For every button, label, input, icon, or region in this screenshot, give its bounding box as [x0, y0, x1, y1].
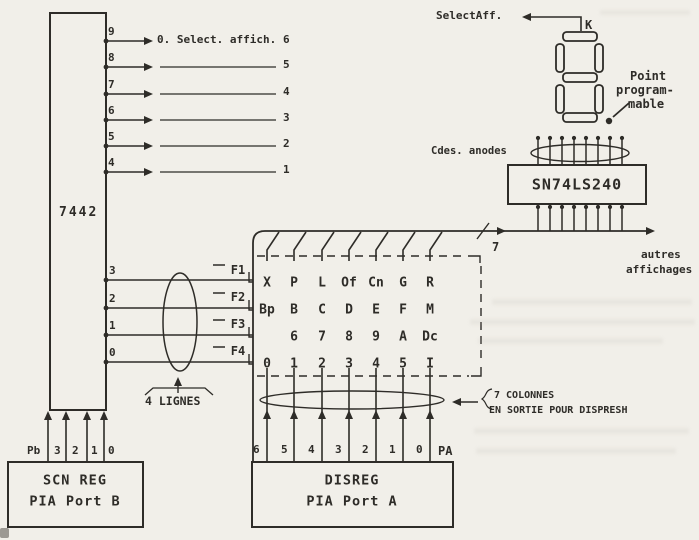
matrix-cell: 3 — [345, 356, 353, 372]
point-note-line: program- — [616, 83, 674, 97]
decoder-pin-label: 4 — [108, 156, 115, 169]
port-a-label: 5 — [281, 443, 288, 456]
matrix-cell: I — [426, 356, 434, 372]
port-b-label: 3 — [54, 444, 61, 457]
decoder-pin-label: 1 — [109, 319, 116, 332]
driver-label: SN74LS240 — [531, 175, 623, 194]
colonnes-note-line1: 7 COLONNES — [494, 390, 555, 401]
matrix-cell: 0 — [263, 356, 271, 372]
scn-reg-box — [7, 461, 144, 528]
decoder-pin-label: 8 — [108, 51, 115, 64]
port-a-label: 0 — [416, 443, 423, 456]
matrix-cell: Cn — [368, 275, 384, 291]
matrix-cell: G — [399, 275, 407, 291]
decoder-pin-label: 3 — [109, 264, 116, 277]
bus-width-label: 7 — [492, 240, 500, 254]
decimal-point-dot — [605, 117, 613, 125]
matrix-cell: L — [318, 275, 326, 291]
display-number: 1 — [283, 163, 290, 176]
cdes-anodes-label: Cdes. anodes — [431, 145, 507, 157]
matrix-cell: Bp — [259, 302, 275, 318]
matrix-cell: 7 — [318, 329, 326, 345]
port-a-label: 2 — [362, 443, 369, 456]
port-b-label: Pb — [27, 444, 41, 457]
scn-reg-title: SCN REG — [43, 472, 107, 489]
matrix-cell: F — [399, 302, 407, 318]
decoder-pin-label: 0 — [109, 346, 116, 359]
decoder-pin-label: 7 — [108, 78, 115, 91]
scan-artifact — [600, 10, 690, 15]
matrix-cell: 2 — [318, 356, 326, 372]
matrix-cell: B — [290, 302, 298, 318]
scan-artifact — [470, 319, 695, 325]
driver-box — [507, 164, 647, 205]
matrix-cell: Dc — [422, 329, 438, 345]
matrix-cell: Of — [341, 275, 357, 291]
four-lignes-note: 4 LIGNES — [145, 394, 201, 408]
scan-artifact — [476, 448, 676, 454]
display-number: 6 — [283, 33, 290, 46]
scan-artifact — [478, 338, 663, 344]
disreg-subtitle: PIA Port A — [306, 493, 398, 510]
autres-note-line: affichages — [626, 263, 693, 276]
decoder-pin-label: 2 — [109, 292, 116, 305]
matrix-cell: 1 — [290, 356, 298, 372]
disreg-box — [251, 461, 454, 528]
scan-artifact — [0, 528, 9, 538]
decoder-7442-box — [47, 12, 276, 462]
matrix-row-label: F2 — [230, 290, 246, 304]
matrix-cell: E — [372, 302, 380, 318]
matrix-cell: 6 — [290, 329, 298, 345]
autres-note-line: autres — [641, 248, 681, 261]
port-a-label: 3 — [335, 443, 342, 456]
display-number: 3 — [283, 111, 290, 124]
matrix-cell: M — [426, 302, 434, 318]
port-b-label: 0 — [108, 444, 115, 457]
cathode-label: K — [585, 18, 593, 32]
scn-reg-subtitle: PIA Port B — [29, 493, 121, 510]
decoder-label: 7442 — [59, 205, 99, 220]
port-a-label: 1 — [389, 443, 396, 456]
scan-artifact — [492, 299, 692, 305]
point-note-line: mable — [628, 97, 665, 111]
matrix-cell: R — [426, 275, 434, 291]
select-aff-line — [531, 16, 582, 31]
matrix-cell: C — [318, 302, 326, 318]
matrix-cell: 4 — [372, 356, 380, 372]
matrix-cell: X — [263, 275, 271, 291]
matrix-cell: 9 — [372, 329, 380, 345]
port-b-label: 2 — [72, 444, 79, 457]
point-note-line: Point — [630, 69, 667, 83]
select-aff-label: SelectAff. — [436, 9, 503, 22]
matrix-cell: A — [399, 329, 407, 345]
display-number: 2 — [283, 137, 290, 150]
matrix-row-label: F1 — [230, 263, 246, 277]
matrix-cell: 8 — [345, 329, 353, 345]
scan-artifact — [474, 428, 689, 434]
matrix-cell: D — [345, 302, 353, 318]
port-a-label: 6 — [253, 443, 260, 456]
port-b-label: 1 — [91, 444, 98, 457]
cable-ellipse-4-lignes — [144, 272, 214, 396]
select-affich-note: 0. Select. affich. — [157, 33, 277, 46]
arrowheads-and-dots — [44, 13, 655, 420]
display-number: 5 — [283, 58, 290, 71]
decoder-pin-label: 5 — [108, 130, 115, 143]
matrix-cell: 5 — [399, 356, 407, 372]
port-a-name: PA — [438, 444, 453, 458]
matrix-cell: P — [290, 275, 298, 291]
seven-segment-display — [555, 31, 630, 123]
decoder-pin-label: 6 — [108, 104, 115, 117]
matrix-row-label: F3 — [230, 317, 246, 331]
port-a-label: 4 — [308, 443, 315, 456]
colonnes-note-line2: EN SORTIE POUR DISPRESH — [489, 405, 628, 416]
disreg-title: DISREG — [324, 472, 380, 489]
matrix-row-label: F4 — [230, 344, 246, 358]
decoder-pin-label: 9 — [108, 25, 115, 38]
display-number: 4 — [283, 85, 290, 98]
anode-cable — [530, 139, 630, 165]
